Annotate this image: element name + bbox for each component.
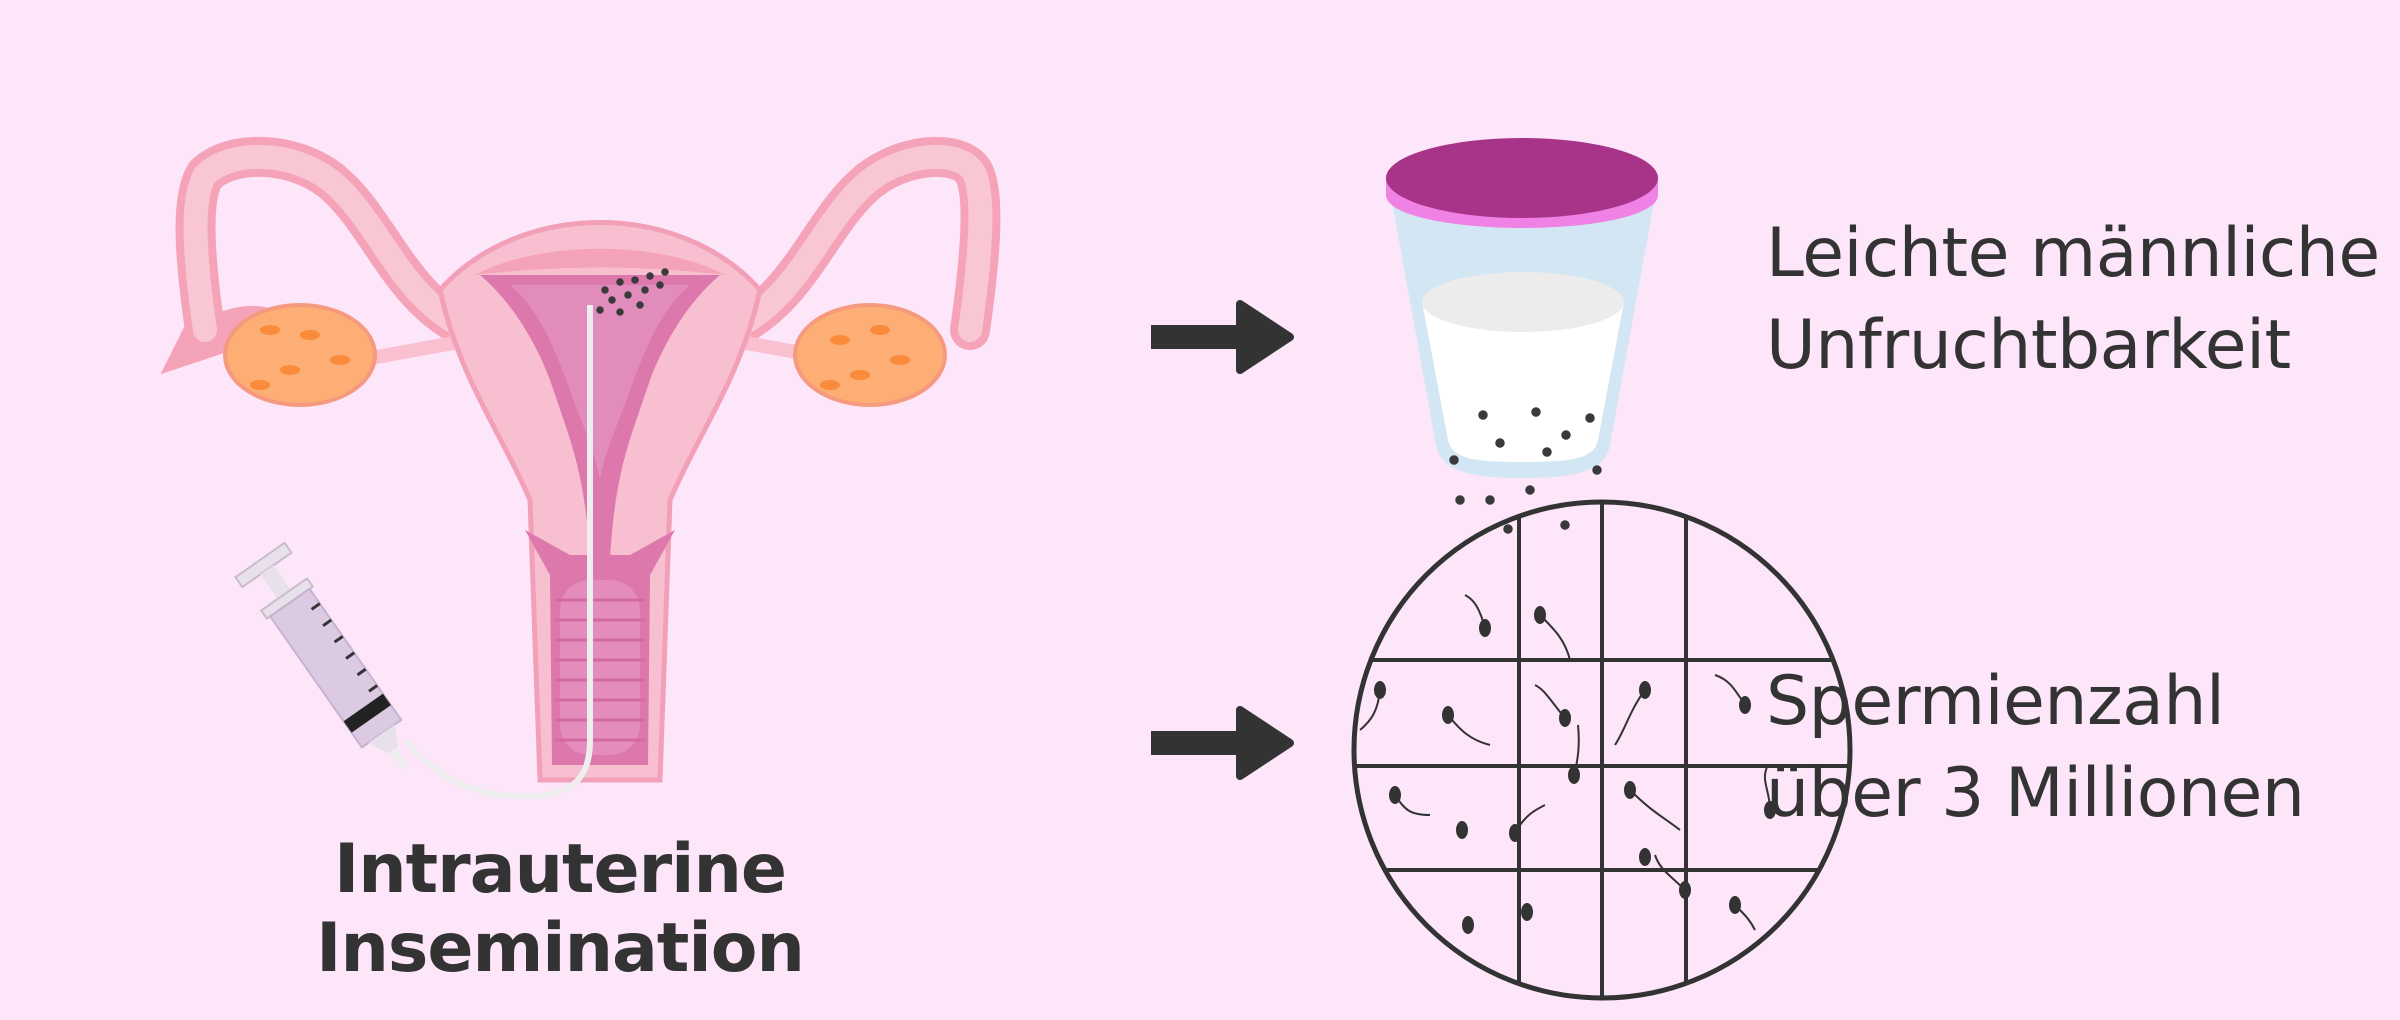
label-line: Leichte männliche <box>1766 214 2380 293</box>
left-ovary <box>223 303 377 407</box>
label-mild-male-infertility: Leichte männliche Unfruchtbarkeit <box>1766 208 2380 392</box>
label-sperm-count: Spermienzahl über 3 Millionen <box>1766 656 2305 840</box>
page-title: Intrauterine Insemination <box>316 830 805 988</box>
sperm-cluster <box>596 268 669 316</box>
sample-cup-icon <box>1386 138 1658 534</box>
arrow-right-icon <box>1151 300 1294 374</box>
label-line: Spermienzahl <box>1766 662 2225 741</box>
label-line: Unfruchtbarkeit <box>1766 306 2291 385</box>
uterus-illustration <box>160 136 1001 800</box>
syringe-icon <box>234 541 409 771</box>
catheter <box>402 305 593 800</box>
microscope-grid-icon <box>1351 499 1853 1001</box>
right-ovary <box>793 303 947 407</box>
arrow-right-icon <box>1151 706 1294 780</box>
label-line: über 3 Millionen <box>1766 754 2305 833</box>
